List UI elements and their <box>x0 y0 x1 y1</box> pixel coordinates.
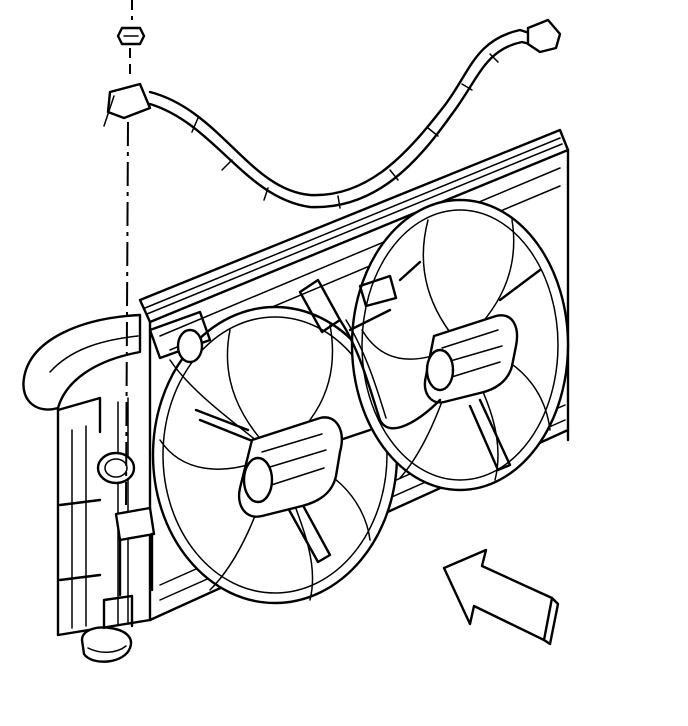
left-fan-motor <box>237 416 343 518</box>
fan-wiring-harness <box>338 274 442 430</box>
wiring-harness <box>103 18 562 209</box>
direction-arrow-icon <box>442 548 560 646</box>
fastener-nut <box>116 26 146 46</box>
coolant-reservoir <box>80 451 136 663</box>
fastener-install-line <box>125 0 133 506</box>
upper-radiator-hose <box>22 313 142 411</box>
harness-connector <box>526 18 562 54</box>
lower-bracket <box>114 506 156 597</box>
fan-shroud-frame <box>148 260 542 564</box>
right-fan-motor <box>423 314 519 404</box>
harness-clip <box>106 82 152 120</box>
radiator-left-tank <box>56 396 152 637</box>
